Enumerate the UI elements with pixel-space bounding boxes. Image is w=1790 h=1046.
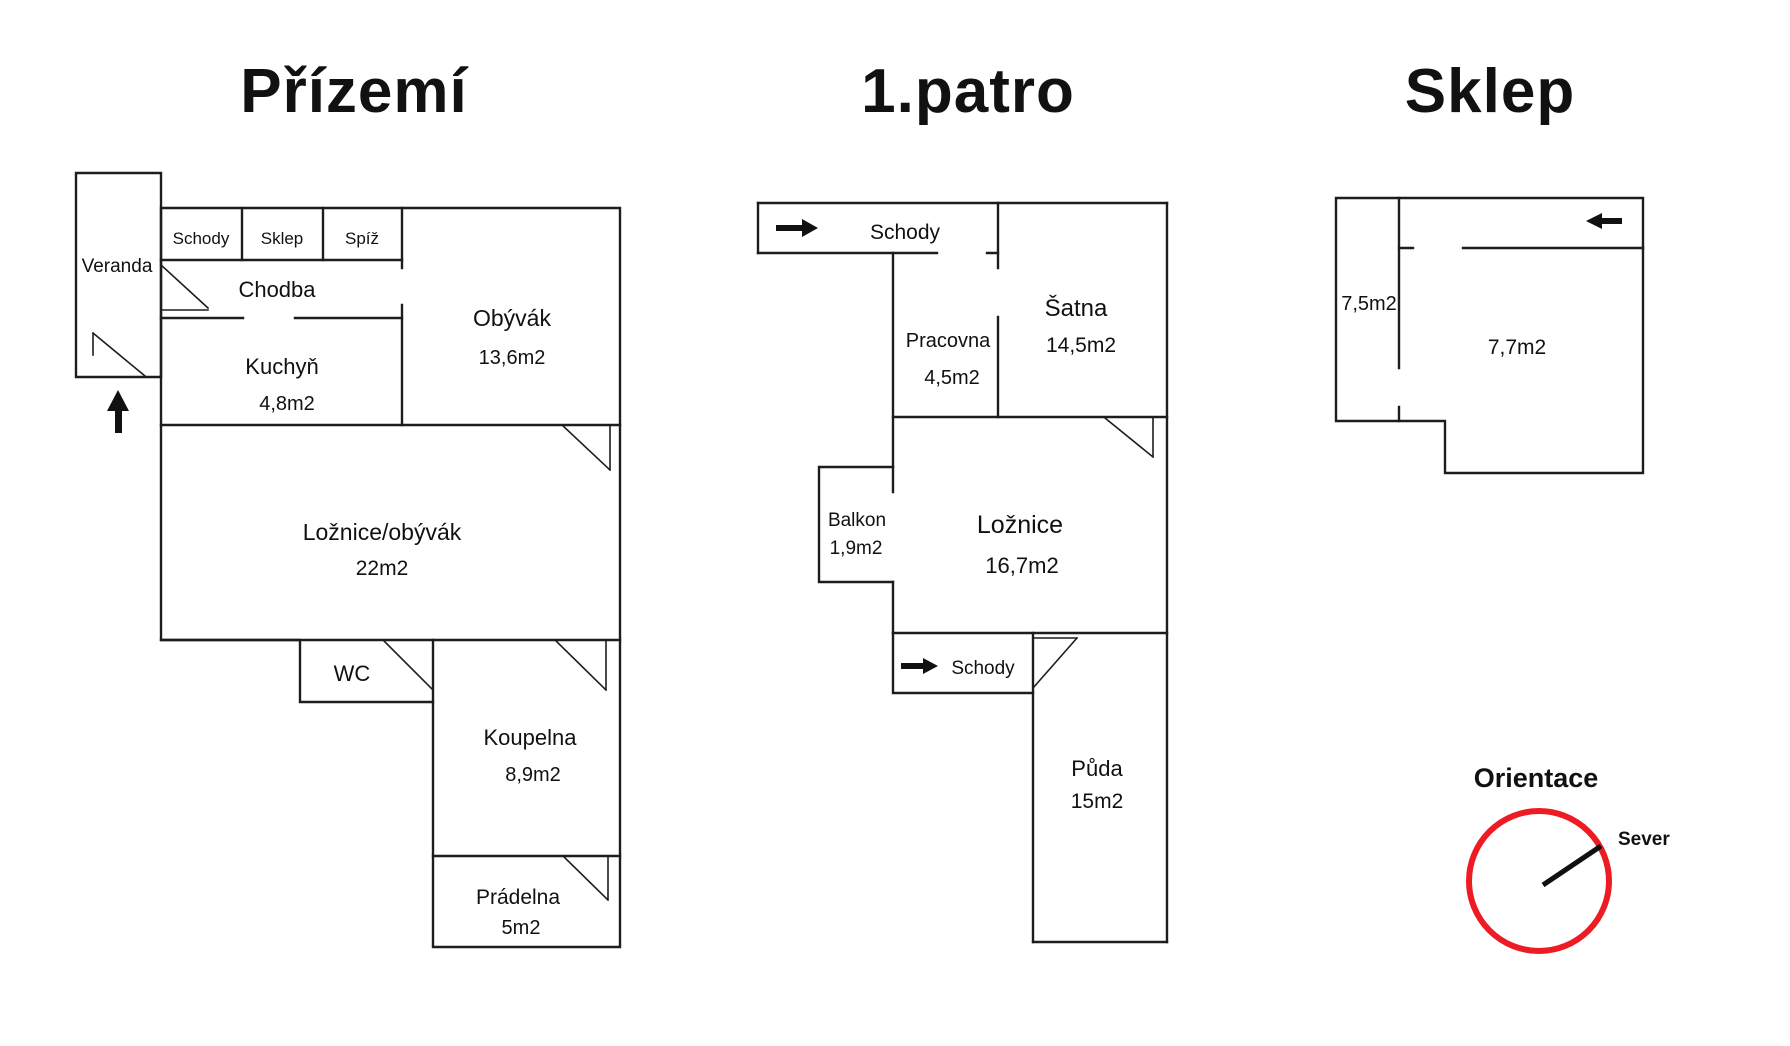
stairs-arrow-top-icon [776,219,818,237]
room-label-schody-top: Schody [870,221,941,244]
room-label-satna: Šatna [1045,294,1108,322]
room-label-loznice-obyvak: Ložnice/obývák [303,519,462,545]
room-area-balkon: 1,9m2 [830,538,883,559]
compass-needle-icon [1541,843,1603,888]
door-swing-pradelna [561,854,610,902]
room-label-veranda: Veranda [82,256,153,277]
veranda-outline [74,171,163,379]
room-label-kuchyn: Kuchyň [245,354,318,379]
room-label-loznice: Ložnice [977,511,1063,539]
room-area-obyvak: 13,6m2 [479,347,546,369]
ground-floor-labels: Veranda Schody Sklep Spíž Chodba Kuchyň … [82,229,578,939]
room-area-kuchyn: 4,8m2 [259,393,315,415]
stairs-arrow-bottom-icon [901,658,938,674]
room-label-koupelna: Koupelna [484,725,578,750]
ground-floor-title: Přízemí [240,57,468,126]
room-label-sklep: Sklep [261,229,304,248]
basement-title: Sklep [1405,57,1575,126]
compass-north-label: Sever [1618,829,1670,850]
room-label-spiz: Spíž [345,229,379,248]
schody-bottom-box [891,631,1035,695]
room-label-pradelna: Prádelna [476,886,560,909]
room-label-puda: Půda [1071,756,1123,781]
room-area-loznice: 16,7m2 [985,553,1058,578]
room-area-koupelna: 8,9m2 [505,764,561,786]
door-swing-wc [381,638,435,692]
room-label-chodba: Chodba [238,277,316,302]
room-area-basement-left: 7,5m2 [1341,293,1397,315]
entrance-arrow-icon [107,390,129,433]
room-label-pracovna: Pracovna [906,330,991,352]
door-swing-veranda [91,331,147,378]
room-area-pradelna: 5m2 [502,917,541,939]
room-area-puda: 15m2 [1071,790,1124,813]
balkon-outline [817,465,895,584]
compass-circle [1466,808,1612,954]
door-swing-obyvak-loznice [560,423,612,472]
door-swing-chodba-entrance [159,263,210,311]
basement-plan [1334,196,1645,475]
room-label-schody-bottom: Schody [951,658,1015,679]
room-area-pracovna: 4,5m2 [924,367,980,389]
basement-labels: 7,5m2 7,7m2 [1341,293,1546,359]
compass-title: Orientace [1474,763,1599,793]
compass: Orientace Sever [1466,763,1670,954]
door-swing-loznice-koupelna [553,638,608,692]
door-swing-satna-loznice [1103,416,1155,459]
first-floor-title: 1.patro [861,57,1075,126]
ground-floor-plan [74,171,622,949]
room-label-wc: WC [334,661,371,686]
room-area-loznice-obyvak: 22m2 [356,557,409,580]
room-area-basement-main: 7,7m2 [1488,336,1546,359]
first-floor-labels: Schody Pracovna 4,5m2 Šatna 14,5m2 Balko… [828,221,1124,813]
room-label-obyvak: Obývák [473,305,551,331]
basement-outline [1334,196,1645,475]
first-floor-plan [756,201,1169,944]
room-label-schody: Schody [173,229,230,248]
room-label-balkon: Balkon [828,510,886,531]
room-area-satna: 14,5m2 [1046,334,1116,357]
door-swing-schody-puda [1031,636,1079,690]
basement-entry-arrow-icon [1586,213,1622,229]
